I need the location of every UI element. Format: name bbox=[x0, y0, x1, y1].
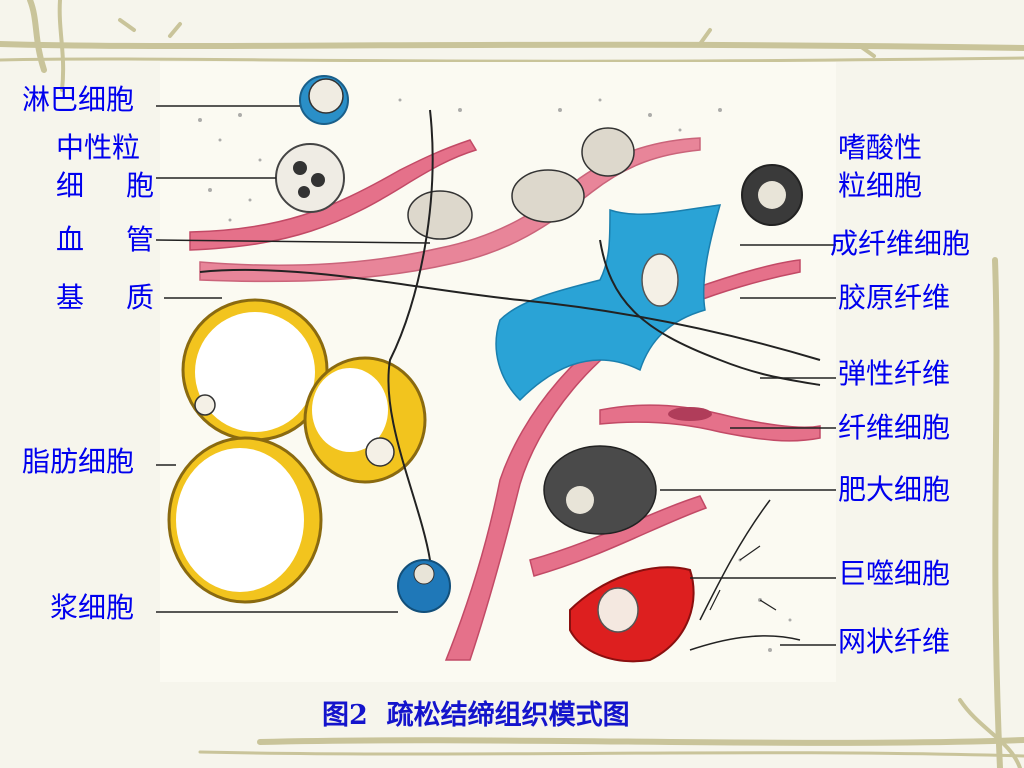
label-eosinophil-line2: 粒细胞 bbox=[838, 169, 923, 202]
matrix-texture bbox=[198, 98, 792, 652]
vessel-cells bbox=[407, 127, 635, 240]
mast-cell bbox=[543, 445, 657, 535]
label-neutrophil-line1: 中性粒 bbox=[56, 131, 141, 164]
figure-caption: 图2 疏松结缔组织模式图 bbox=[322, 693, 630, 732]
label-plasma-cell: 浆细胞 bbox=[50, 591, 135, 624]
fibrocyte-nucleus bbox=[668, 407, 712, 421]
label-mast-cell: 肥大细胞 bbox=[838, 473, 951, 506]
label-fibroblast: 成纤维细胞 bbox=[830, 227, 971, 260]
label-neutrophil-line2a: 细 bbox=[56, 169, 85, 202]
label-neutrophil-line2b: 胞 bbox=[126, 169, 155, 202]
label-fibrocyte: 纤维细胞 bbox=[838, 411, 951, 444]
plasma-cell bbox=[397, 559, 451, 613]
label-vessel-b: 管 bbox=[126, 223, 155, 256]
label-matrix-b: 质 bbox=[126, 281, 155, 314]
leader-lines bbox=[155, 105, 836, 646]
label-macrophage: 巨噬细胞 bbox=[838, 557, 951, 590]
label-matrix-a: 基 bbox=[56, 281, 85, 314]
figure-title: 疏松结缔组织模式图 bbox=[386, 700, 630, 731]
fat-cells bbox=[167, 298, 427, 604]
label-lymphocyte: 淋巴细胞 bbox=[22, 83, 135, 116]
fibroblast-nucleus bbox=[641, 253, 679, 307]
label-fat-cell: 脂肪细胞 bbox=[22, 445, 135, 478]
figure-number: 图2 bbox=[322, 700, 368, 731]
label-vessel-a: 血 bbox=[56, 223, 85, 256]
fibroblast-cell bbox=[495, 204, 722, 402]
neutrophil-cell bbox=[275, 143, 345, 213]
label-collagen-fiber: 胶原纤维 bbox=[838, 281, 951, 314]
fibers bbox=[199, 109, 821, 651]
label-elastic-fiber: 弹性纤维 bbox=[838, 357, 951, 390]
label-eosinophil-line1: 嗜酸性 bbox=[838, 131, 923, 164]
label-reticular-fiber: 网状纤维 bbox=[838, 625, 951, 658]
